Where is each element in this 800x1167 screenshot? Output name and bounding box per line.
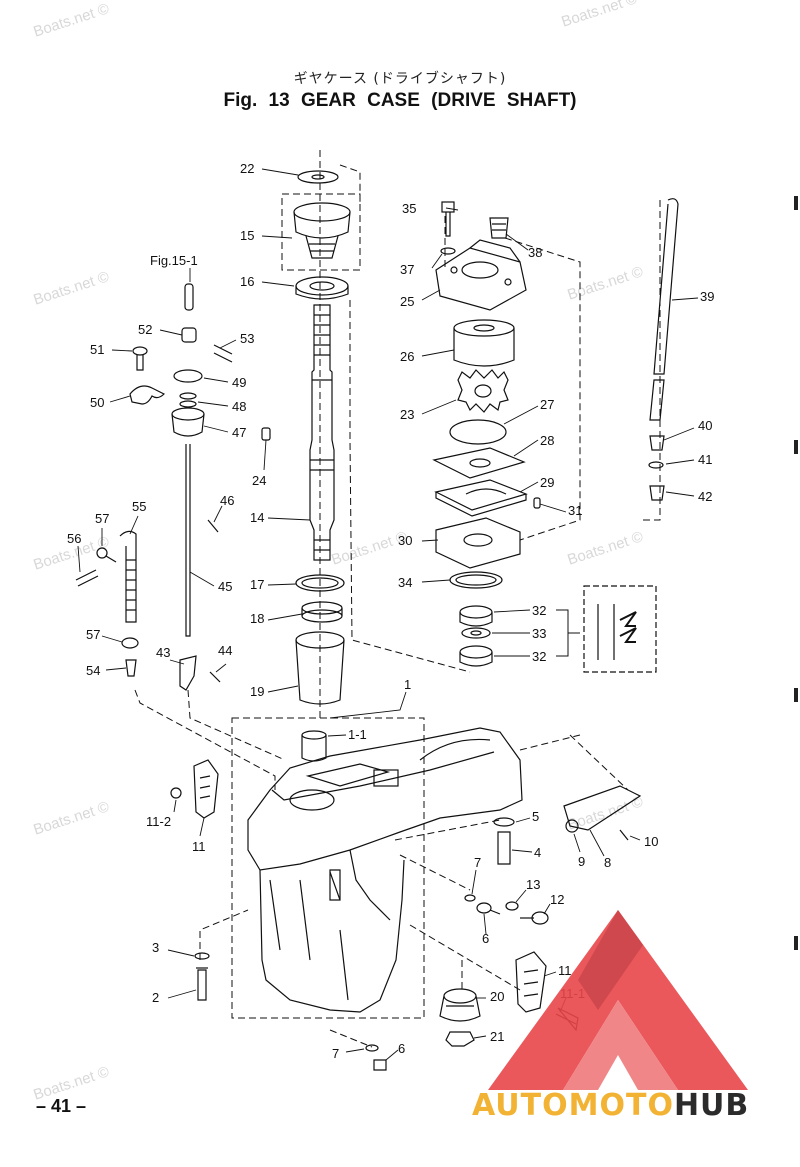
logo-text-hub: HUB [673,1088,750,1123]
part-label-39: 39 [700,289,715,304]
part-label-54: 54 [86,663,101,678]
part-label-49: 49 [232,375,247,390]
edge-mark [794,440,798,454]
figure-reference: Fig.15-1 [150,253,198,268]
part-label-10: 10 [644,834,659,849]
part-label-14: 14 [250,510,265,525]
part-label-6: 6 [482,931,490,946]
part-label-3: 3 [152,940,160,955]
part-label-34: 34 [398,575,413,590]
part-label-11-2: 11-2 [146,814,172,829]
part-label-15: 15 [240,228,255,243]
part-label-33: 33 [532,626,547,641]
part-label-17: 17 [250,577,265,592]
part-label-29: 29 [540,475,555,490]
part-label-51: 51 [90,342,105,357]
part-label-8: 8 [604,855,612,870]
part-label-52: 52 [138,322,153,337]
part-label-9: 9 [578,854,586,869]
part-label-55: 55 [132,499,147,514]
part-label-18: 18 [250,611,265,626]
logo-text-auto: AUTOMOTO [472,1088,674,1123]
part-label-30: 30 [398,533,413,548]
part-label-6: 6 [398,1041,406,1056]
part-label-26: 26 [400,349,415,364]
part-label-32: 32 [532,603,547,618]
part-label-1-1: 1-1 [348,727,367,742]
part-label-32: 32 [532,649,547,664]
edge-mark [794,688,798,702]
part-label-5: 5 [532,809,540,824]
part-label-21: 21 [490,1029,505,1044]
logo-wordmark: AUTOMOTOHUB [472,1088,749,1123]
part-label-37: 37 [400,262,415,277]
part-label-13: 13 [526,877,541,892]
part-label-57: 57 [95,511,110,526]
part-label-35: 35 [402,201,417,216]
part-label-53: 53 [240,331,255,346]
part-label-2: 2 [152,990,160,1005]
edge-mark [794,936,798,950]
part-label-45: 45 [218,579,233,594]
part-label-27: 27 [540,397,555,412]
part-label-31: 31 [568,503,583,518]
part-label-7: 7 [332,1046,340,1061]
part-label-48: 48 [232,399,247,414]
part-label-25: 25 [400,294,415,309]
page-title-japanese: ギヤケース (ドライブシャフト) [293,71,507,87]
part-label-24: 24 [252,473,267,488]
part-label-56: 56 [67,531,82,546]
part-label-43: 43 [156,645,171,660]
part-label-4: 4 [534,845,542,860]
part-label-16: 16 [240,274,255,289]
part-label-46: 46 [220,493,235,508]
part-label-12: 12 [550,892,565,907]
part-label-50: 50 [90,395,105,410]
part-label-7: 7 [474,855,482,870]
part-label-28: 28 [540,433,555,448]
edge-mark [794,196,798,210]
part-label-44: 44 [218,643,233,658]
part-label-1: 1 [404,677,412,692]
part-label-11: 11 [558,963,572,978]
part-label-19: 19 [250,684,265,699]
part-label-41: 41 [698,452,713,467]
part-label-23: 23 [400,407,415,422]
part-label-20: 20 [490,989,505,1004]
part-label-40: 40 [698,418,713,433]
automotohub-logo [488,910,748,1090]
part-label-42: 42 [698,489,713,504]
part-label-57: 57 [86,627,101,642]
part-label-38: 38 [528,245,543,260]
page-title: Fig. 13 GEAR CASE (DRIVE SHAFT) [223,90,577,111]
page-number: – 41 – [36,1096,87,1116]
part-label-11: 11 [192,839,206,854]
part-label-22: 22 [240,161,255,176]
part-label-47: 47 [232,425,247,440]
